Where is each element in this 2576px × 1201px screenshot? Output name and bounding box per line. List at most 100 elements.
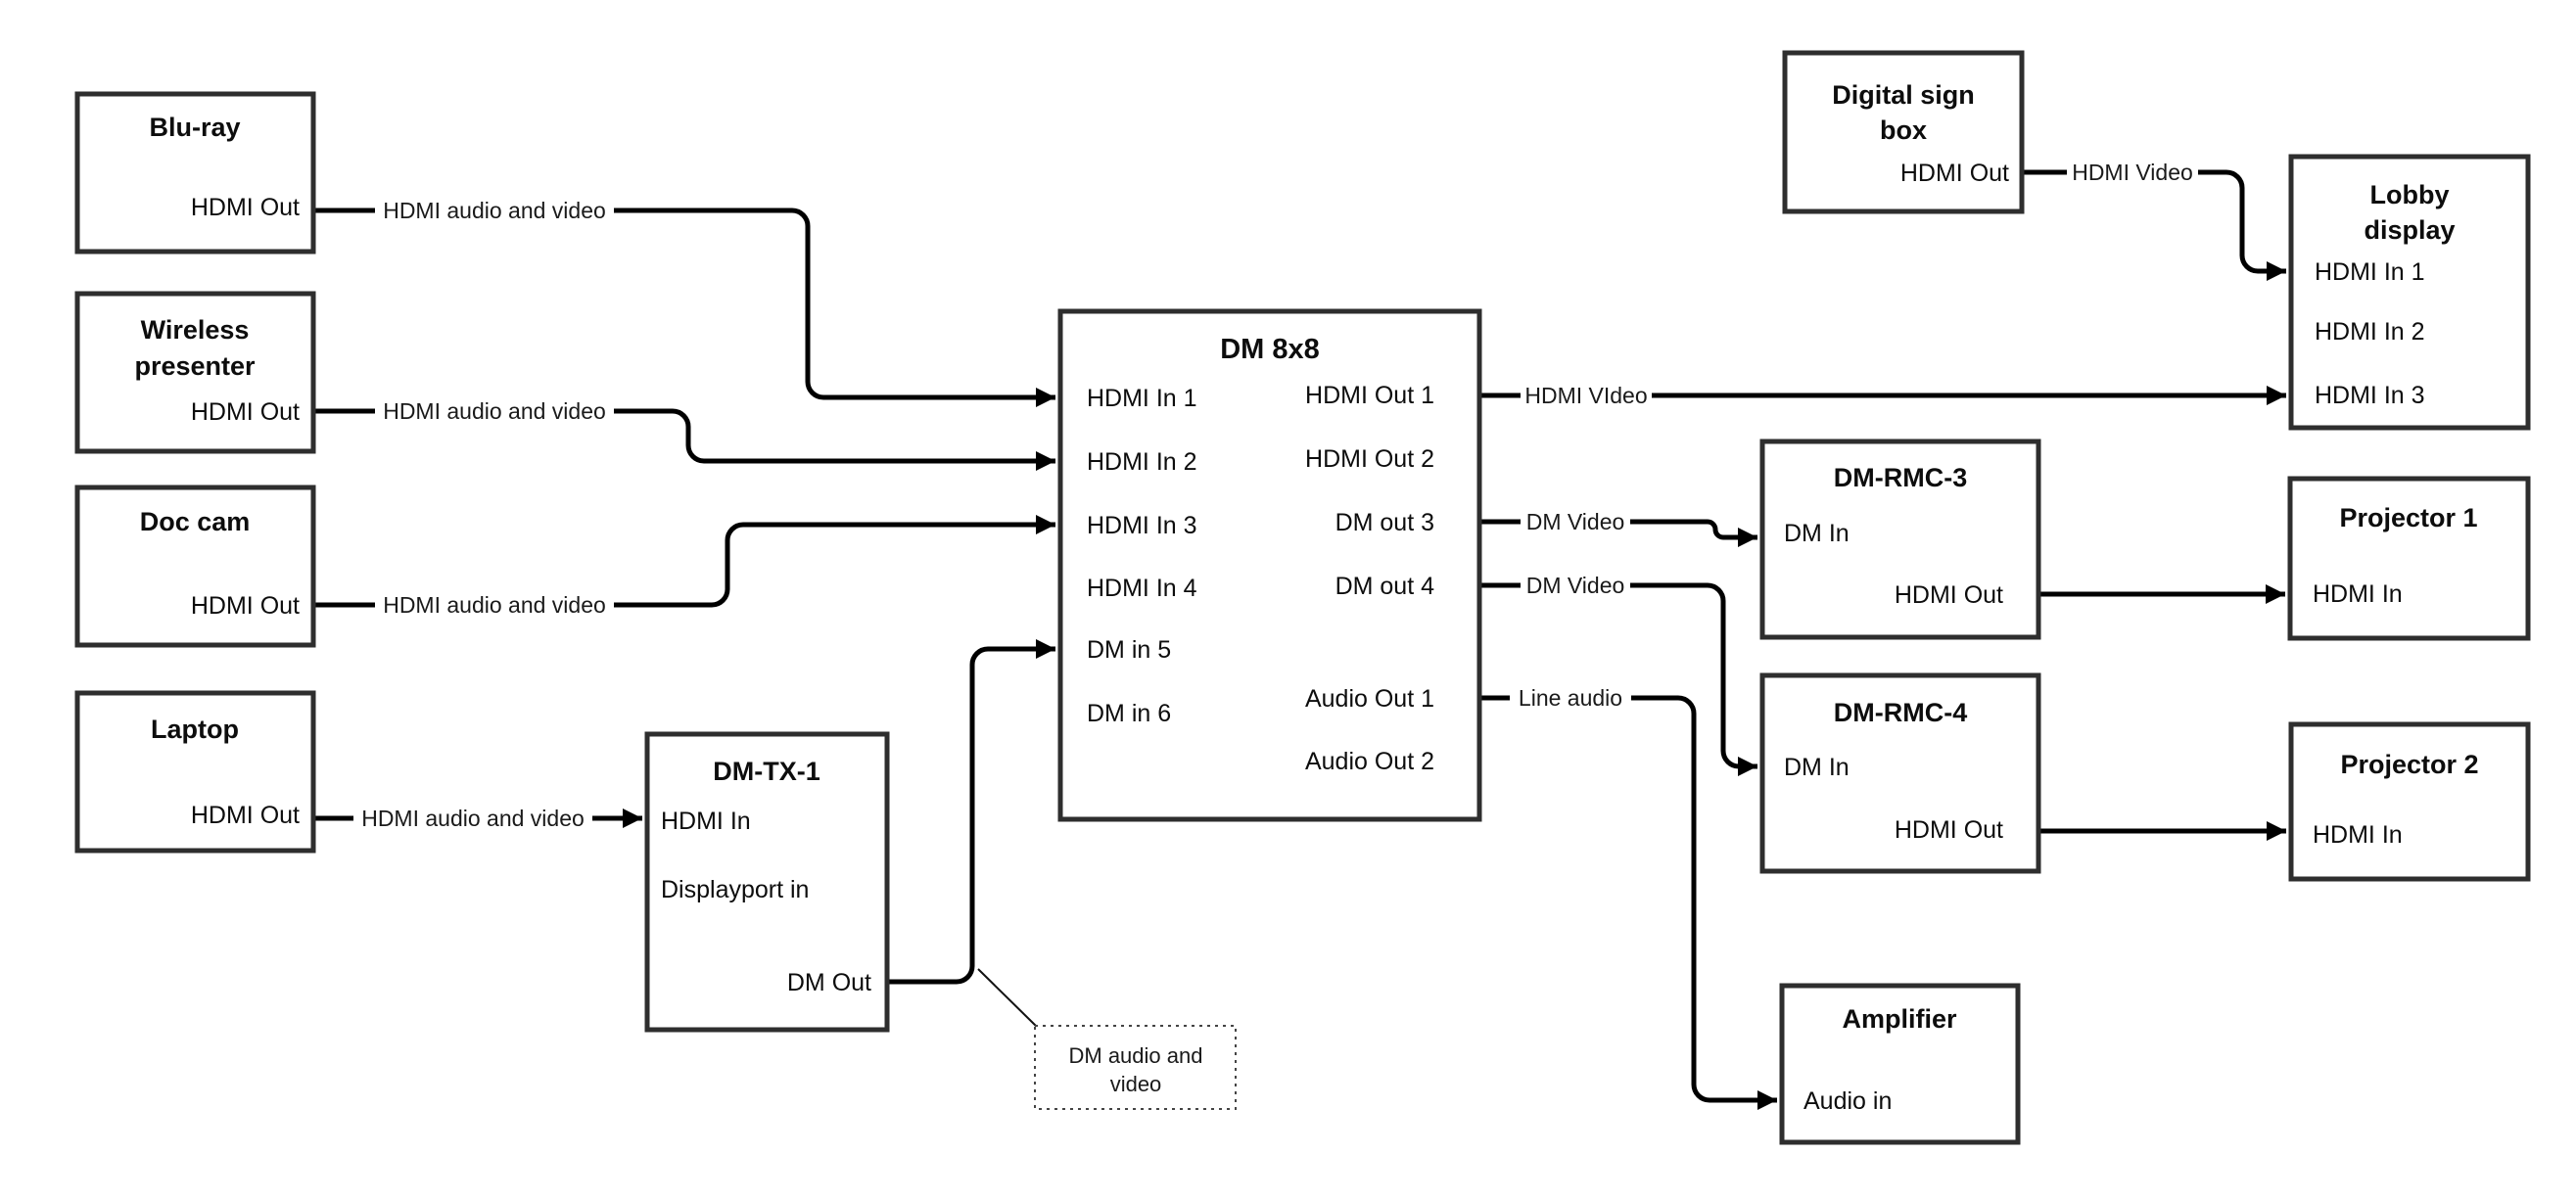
node-title-line1: Lobby [2370, 180, 2450, 209]
node-laptop-box [74, 690, 316, 854]
node-title: Doc cam [140, 507, 251, 536]
edge-label-dm-out4: DM Video [1526, 573, 1625, 598]
port-label-hdmi-in-2: HDMI In 2 [1087, 448, 1197, 476]
node-dm-rmc-4: DM-RMC-4 DM In HDMI Out [1759, 672, 2041, 874]
node-amplifier-box [1779, 983, 2021, 1145]
port-label-hdmi-in-1: HDMI In 1 [2315, 258, 2425, 286]
node-title-line2: box [1880, 115, 1927, 145]
port-label-hdmi-out: HDMI Out [1900, 160, 2009, 187]
edge-bluray-to-dm8x8-in1 [313, 208, 1055, 407]
node-wireless-presenter: Wireless presenter HDMI Out [74, 291, 316, 454]
node-amplifier: Amplifier Audio in [1779, 983, 2021, 1145]
port-label-hdmi-out: HDMI Out [191, 802, 300, 829]
node-dm8x8-box [1057, 308, 1482, 822]
edge-label-bg [1521, 571, 1630, 600]
edge-label-wireless: HDMI audio and video [383, 398, 606, 424]
node-lobby-box [2288, 154, 2531, 431]
edge-label-bg [1521, 507, 1630, 536]
callout-connector-line [977, 968, 1039, 1029]
port-label-hdmi-out: HDMI Out [191, 592, 300, 620]
node-laptop: Laptop HDMI Out [74, 690, 316, 854]
port-label-hdmi-out: HDMI Out [1895, 816, 2003, 844]
port-label-dm-in-5: DM in 5 [1087, 636, 1171, 664]
node-proj1-box [2287, 476, 2531, 641]
node-title: DM-TX-1 [713, 757, 820, 786]
edge-label-laptop: HDMI audio and video [361, 806, 585, 831]
edge-label-bg [375, 196, 614, 225]
node-title: Amplifier [1842, 1004, 1957, 1034]
node-dm-rmc-3: DM-RMC-3 DM In HDMI Out [1759, 439, 2041, 640]
port-label-hdmi-in-3: HDMI In 3 [2315, 382, 2425, 409]
node-title-line1: Wireless [141, 315, 250, 345]
port-label-dm-out: DM Out [787, 969, 871, 996]
node-digitalsign-box [1782, 50, 2025, 214]
edge-label-bg [375, 396, 614, 426]
port-label-hdmi-in-2: HDMI In 2 [2315, 318, 2425, 346]
node-dm-tx-1: DM-TX-1 HDMI In Displayport in DM Out [644, 731, 890, 1033]
port-label-audio-in: Audio in [1803, 1087, 1892, 1115]
callout-text-line2: video [1110, 1072, 1162, 1096]
port-label-dm-out-4: DM out 4 [1335, 573, 1435, 600]
port-label-hdmi-in: HDMI In [2313, 580, 2403, 608]
edge-label-digital-sign: HDMI Video [2072, 160, 2193, 185]
node-title: Laptop [151, 715, 239, 744]
edge-label-line-audio: Line audio [1519, 685, 1622, 711]
edge-label-bg [1521, 381, 1652, 410]
port-label-hdmi-in-3: HDMI In 3 [1087, 512, 1197, 539]
edge-digitalsign-to-lobby-in1 [2022, 169, 2286, 281]
node-doc-cam: Doc cam HDMI Out [74, 485, 316, 648]
edge-label-bg [2067, 158, 2198, 187]
port-label-hdmi-out: HDMI Out [191, 194, 300, 221]
edge-doccam-to-dm8x8-in3 [313, 515, 1055, 608]
node-dm-8x8: DM 8x8 HDMI In 1 HDMI In 2 HDMI In 3 HDM… [1057, 308, 1482, 822]
edge-label-bg [375, 590, 614, 620]
port-label-dm-in: DM In [1784, 754, 1850, 781]
node-title: Blu-ray [149, 113, 240, 142]
node-projector-2: Projector 2 HDMI In [2288, 721, 2531, 882]
edge-label-hdmi-out1: HDMI VIdeo [1524, 383, 1647, 408]
port-label-hdmi-out: HDMI Out [1895, 581, 2003, 609]
node-doccam-box [74, 485, 316, 648]
edge-wireless-to-dm8x8-in2 [313, 408, 1055, 471]
node-title: DM-RMC-3 [1834, 463, 1967, 492]
port-label-dm-out-3: DM out 3 [1335, 509, 1434, 536]
edge-label-bluray: HDMI audio and video [383, 198, 606, 223]
port-label-hdmi-in: HDMI In [661, 808, 751, 835]
port-label-hdmi-in-4: HDMI In 4 [1087, 575, 1197, 602]
node-dmrmc3-box [1759, 439, 2041, 640]
edge-dm8x8-out4-to-dmrmc4 [1479, 582, 1757, 776]
node-bluray-box [74, 91, 316, 254]
port-label-audio-out-2: Audio Out 2 [1305, 748, 1434, 775]
port-label-dm-in-6: DM in 6 [1087, 700, 1171, 727]
port-label-audio-out-1: Audio Out 1 [1305, 685, 1434, 713]
port-label-dm-in: DM In [1784, 520, 1850, 547]
port-label-displayport-in: Displayport in [661, 876, 809, 903]
node-title-line2: display [2364, 215, 2455, 245]
callout-box [1034, 1025, 1237, 1110]
edge-label-dm-out3: DM Video [1526, 509, 1625, 534]
node-title: Projector 2 [2340, 750, 2478, 779]
edge-dm8x8-audio1-to-amplifier [1479, 695, 1777, 1110]
port-label-hdmi-in: HDMI In [2313, 821, 2403, 849]
node-title-line2: presenter [134, 351, 256, 381]
port-label-hdmi-in-1: HDMI In 1 [1087, 385, 1197, 412]
port-label-hdmi-out-1: HDMI Out 1 [1305, 382, 1434, 409]
node-dmtx1-box [644, 731, 890, 1033]
port-label-hdmi-out-2: HDMI Out 2 [1305, 445, 1434, 473]
node-digital-sign-box: Digital sign box HDMI Out [1782, 50, 2025, 214]
node-proj2-box [2288, 721, 2531, 882]
node-wireless-box [74, 291, 316, 454]
callout-text-line1: DM audio and [1069, 1043, 1203, 1068]
edge-dm8x8-out3-to-dmrmc3 [1479, 519, 1757, 547]
port-label-hdmi-out: HDMI Out [191, 398, 300, 426]
edge-label-doccam: HDMI audio and video [383, 592, 606, 618]
node-dmrmc4-box [1759, 672, 2041, 874]
node-projector-1: Projector 1 HDMI In [2287, 476, 2531, 641]
node-title-line1: Digital sign [1832, 80, 1975, 110]
node-bluray: Blu-ray HDMI Out [74, 91, 316, 254]
edge-labels: HDMI audio and video HDMI audio and vide… [353, 158, 2198, 833]
edge-label-bg [353, 804, 592, 833]
edge-label-bg [1510, 683, 1631, 713]
